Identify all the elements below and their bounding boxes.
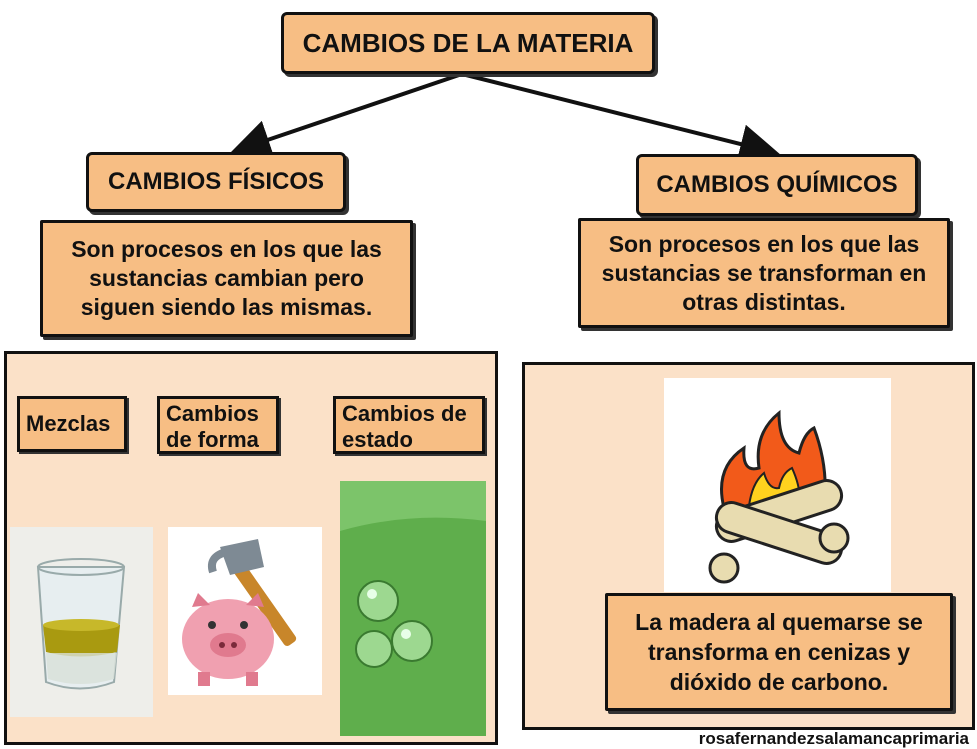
category-cambios-forma: Cambios de forma	[157, 396, 279, 454]
main-title: CAMBIOS DE LA MATERIA	[281, 12, 655, 74]
chemical-definition: Son procesos en los que las sustancias s…	[578, 218, 950, 328]
glass-of-oil-image	[10, 527, 153, 717]
chemical-heading: CAMBIOS QUÍMICOS	[636, 154, 918, 216]
author-credit: rosafernandezsalamancaprimaria	[698, 729, 969, 748]
physical-heading: CAMBIOS FÍSICOS	[86, 152, 346, 212]
arrow-to-physical	[230, 72, 463, 159]
chemical-example-text: La madera al quemarse se transforma en c…	[605, 593, 953, 711]
category-cambios-estado: Cambios de estado	[333, 396, 485, 454]
category-mezclas: Mezclas	[17, 396, 127, 452]
campfire-image	[664, 378, 891, 592]
water-drops-image	[340, 481, 486, 736]
piggy-bank-image	[168, 527, 322, 695]
arrow-to-chemical	[461, 72, 780, 164]
physical-definition: Son procesos en los que las sustancias c…	[40, 220, 413, 337]
